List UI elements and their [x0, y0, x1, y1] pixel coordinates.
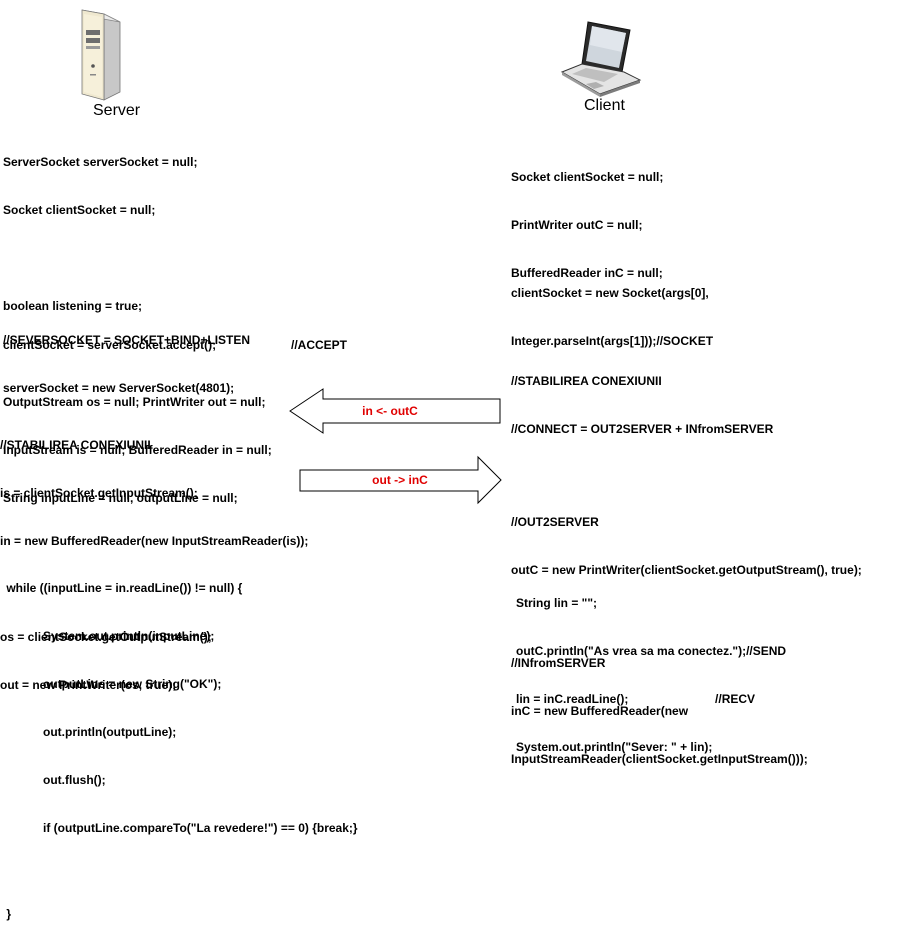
code-line: outC = new PrintWriter(clientSocket.getO…: [511, 563, 862, 577]
arrow-left-label: in <- outC: [362, 404, 418, 418]
code-line: in = new BufferedReader(new InputStreamR…: [0, 534, 309, 548]
client-declarations: Socket clientSocket = null; PrintWriter …: [511, 137, 663, 297]
code-line: outputLine = new String("OK");: [3, 677, 222, 691]
client-send-block: String lin = ""; outC.println("As vrea s…: [516, 563, 786, 771]
server-loop-block: while ((inputLine = in.readLine()) != nu…: [3, 548, 358, 938]
code-line: String inputLine = null, outputLine = nu…: [3, 491, 238, 505]
server-serversocket-block: //SEVERSOCKET = SOCKET+BIND+LISTEN serve…: [3, 300, 250, 412]
client-socket-block: clientSocket = new Socket(args[0], Integ…: [511, 253, 713, 365]
client-caption: Client: [584, 97, 625, 114]
server-accept-line: clientSocket = serverSocket.accept();: [3, 338, 217, 352]
code-line: Integer.parseInt(args[1]));//SOCKET: [511, 334, 714, 348]
code-line: [511, 469, 862, 482]
code-line: out.println(outputLine);: [3, 725, 177, 739]
code-line: [3, 868, 358, 874]
code-line: PrintWriter outC = null;: [511, 218, 643, 232]
code-line: while ((inputLine = in.readLine()) != nu…: [3, 581, 243, 595]
code-line: //STABILIREA CONEXIUNII: [0, 438, 151, 452]
code-line: [3, 250, 272, 266]
code-line: System.out.println(inputLine);: [3, 629, 215, 643]
code-line: OutputStream os = null; PrintWriter out …: [3, 395, 266, 409]
server-caption: Server: [93, 102, 141, 119]
code-line: String lin = "";: [516, 596, 598, 610]
code-line: //STABILIREA CONEXIUNII: [511, 374, 662, 388]
code-line: InputStream is = null; BufferedReader in…: [3, 443, 272, 457]
code-line: boolean listening = true;: [3, 299, 143, 313]
code-line: //CONNECT = OUT2SERVER + INfromSERVER: [511, 422, 774, 436]
code-line: BufferedReader inC = null;: [511, 266, 663, 280]
laptop-icon: [560, 21, 642, 97]
code-line: //SEVERSOCKET = SOCKET+BIND+LISTEN: [3, 333, 251, 347]
code-line: Socket clientSocket = null;: [511, 170, 664, 184]
code-line: Socket clientSocket = null;: [3, 203, 156, 217]
code-line: ServerSocket serverSocket = null;: [3, 155, 198, 169]
code-line: }: [3, 907, 12, 921]
code-line: is = clientSocket.getInputStream();: [0, 486, 198, 500]
server-accept-comment: //ACCEPT: [291, 338, 348, 352]
code-line: os = clientSocket.getOutputStream();: [0, 630, 212, 644]
code-line: lin = inC.readLine(); //RECV: [516, 692, 756, 706]
code-line: System.out.println("Sever: " + lin);: [516, 740, 713, 754]
code-line: serverSocket = new ServerSocket(4801);: [3, 381, 235, 395]
server-tower-icon: [81, 9, 121, 101]
code-line: clientSocket = new Socket(args[0],: [511, 286, 709, 300]
code-line: out.flush();: [3, 773, 106, 787]
server-declarations: ServerSocket serverSocket = null; Socket…: [3, 122, 272, 522]
code-line: if (outputLine.compareTo("La revedere!")…: [3, 821, 358, 835]
code-line: outC.println("As vrea sa ma conectez.");…: [516, 644, 787, 658]
code-line: //OUT2SERVER: [511, 515, 599, 529]
arrow-right-label: out -> inC: [372, 473, 428, 487]
